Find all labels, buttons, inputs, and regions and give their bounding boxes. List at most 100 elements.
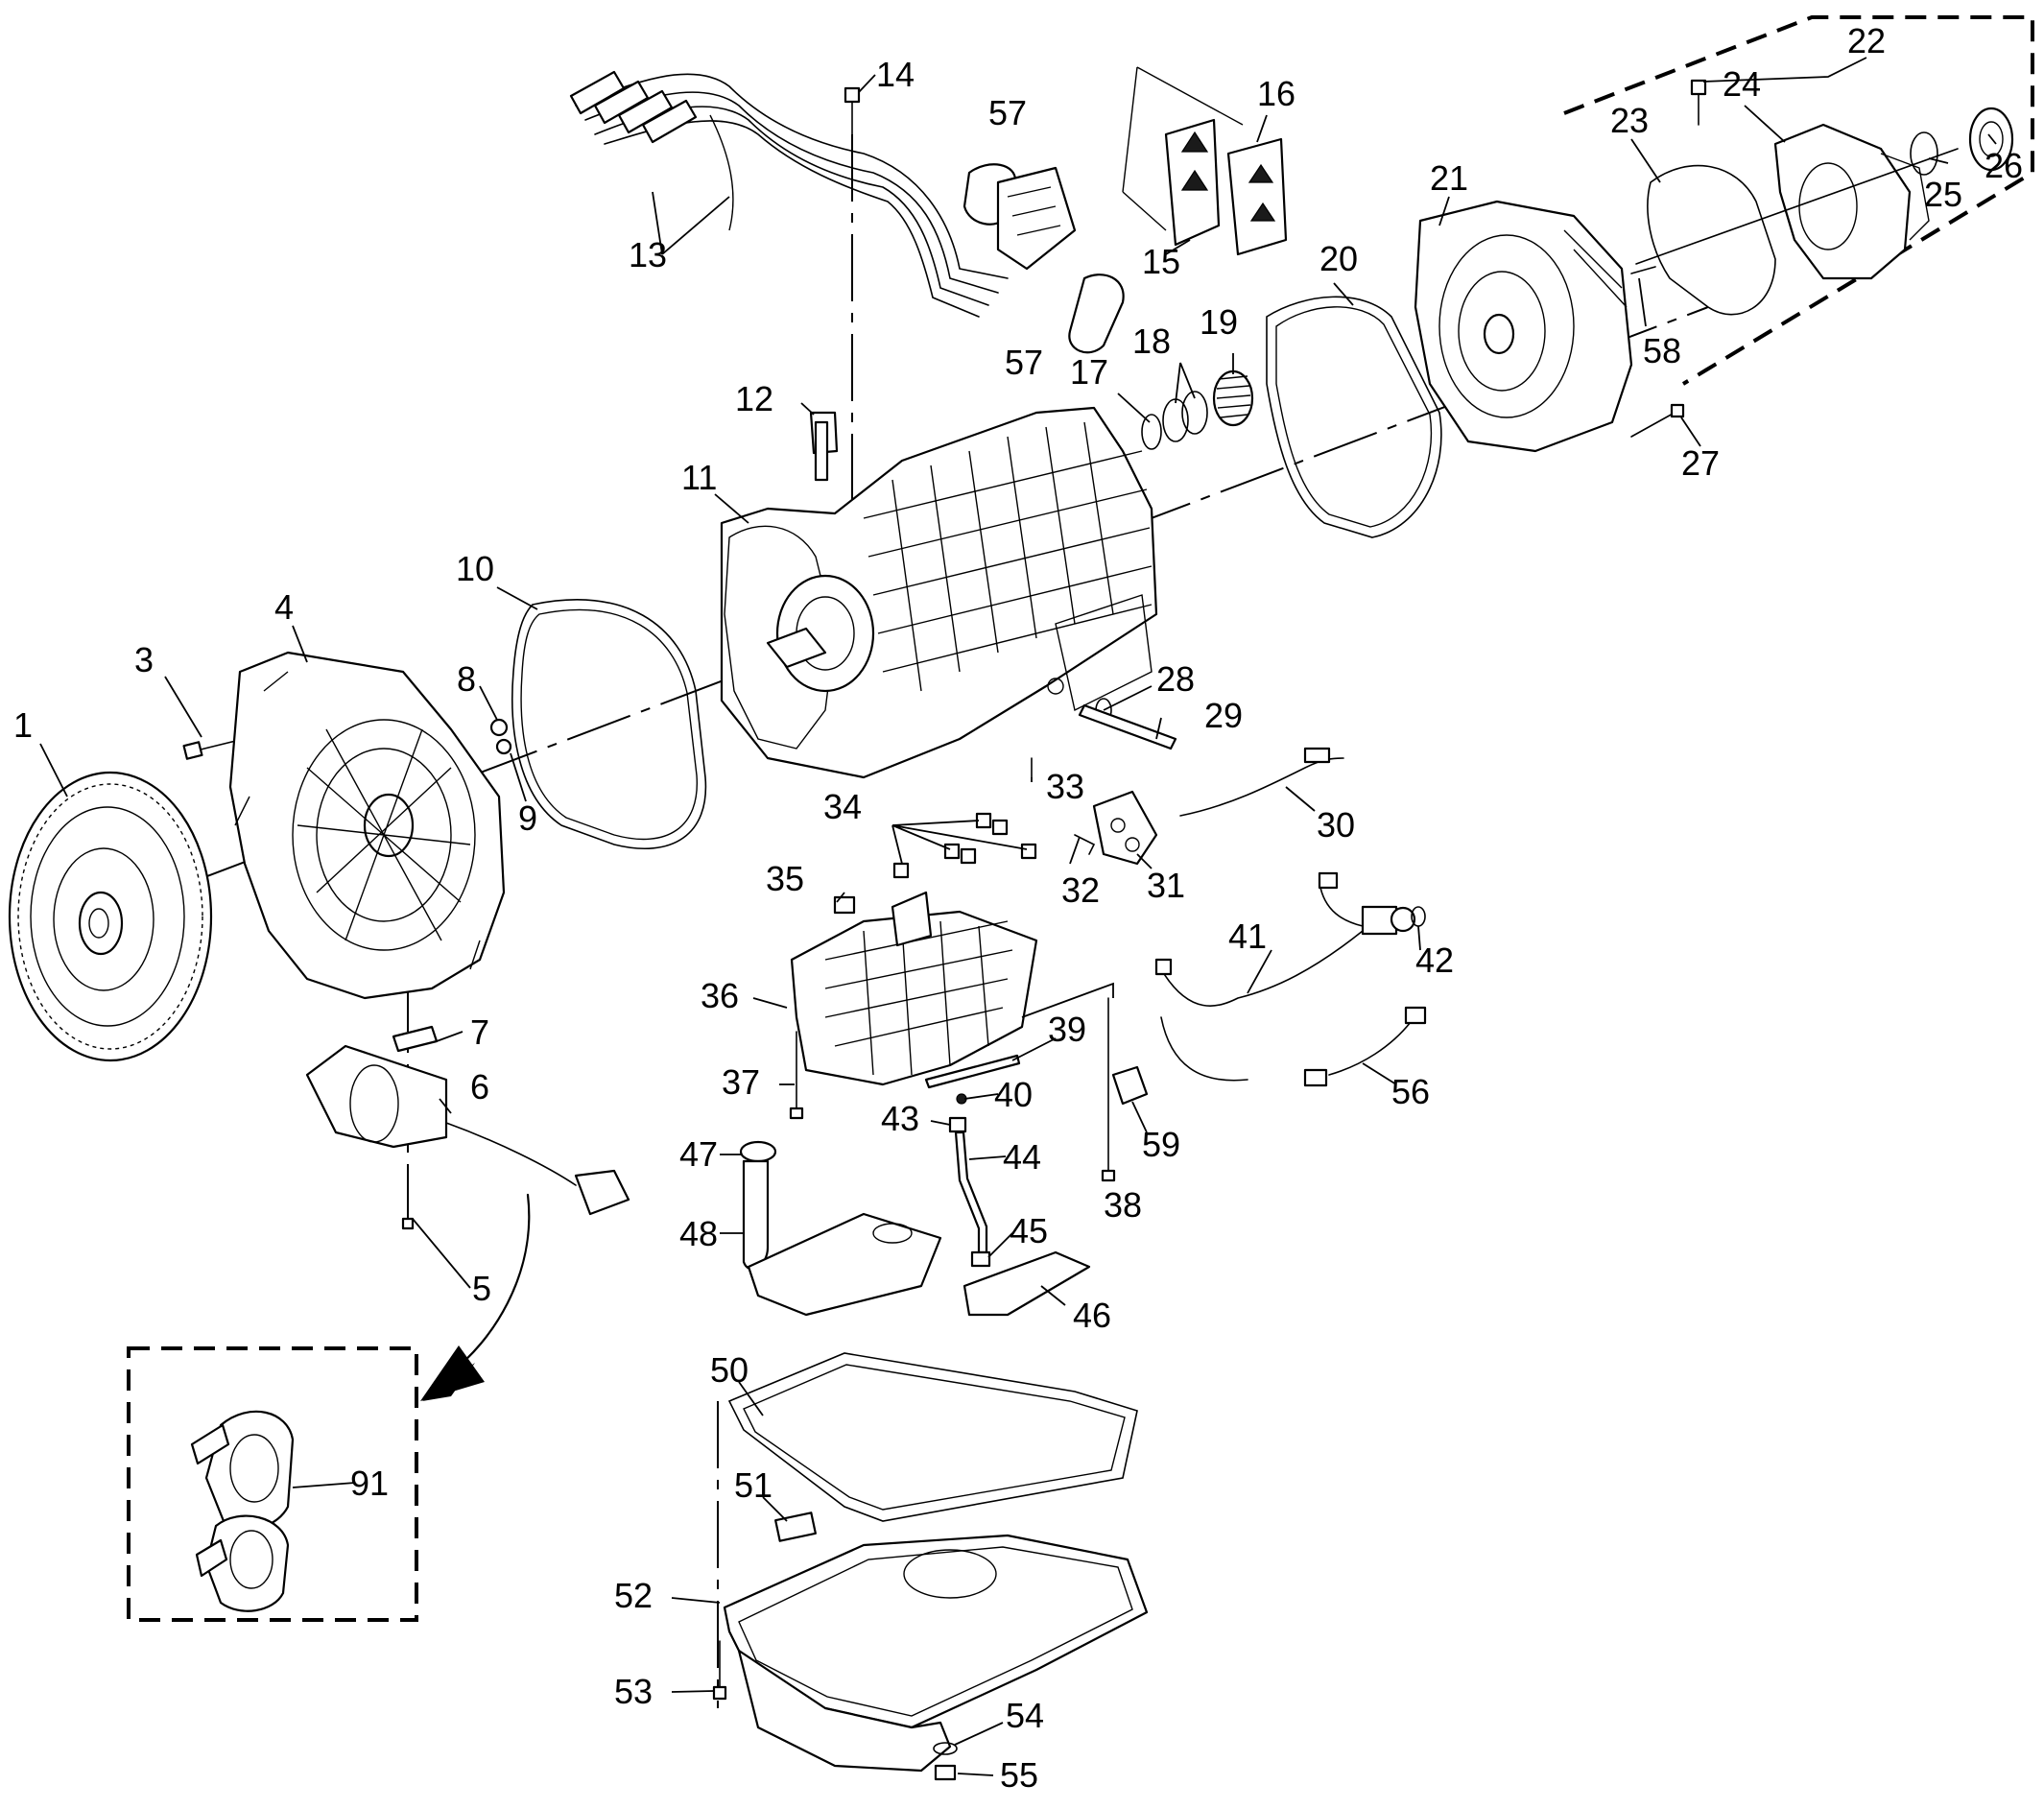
extension-gasket — [1266, 296, 1442, 538]
callout-29: 29 — [1204, 696, 1243, 735]
output-seal — [1910, 131, 1938, 176]
detent-lever — [1092, 790, 1158, 866]
callout-19: 19 — [1200, 302, 1238, 342]
harness-clip-dashed-box — [127, 1346, 418, 1622]
callout-34: 34 — [823, 787, 862, 826]
callout-17: 17 — [1070, 352, 1108, 392]
harness-bolt — [844, 86, 861, 145]
manual-shift-shaft — [1078, 703, 1177, 750]
snap-ring — [1141, 414, 1162, 450]
pan-bolt — [712, 1640, 727, 1701]
output-gear — [1212, 369, 1254, 427]
callout-27: 27 — [1681, 443, 1720, 483]
callout-7: 7 — [470, 1012, 489, 1052]
pan-magnet — [774, 1511, 817, 1542]
callout-36: 36 — [701, 976, 739, 1015]
extension-housing-gasket — [1647, 164, 1776, 316]
callout-14: 14 — [876, 55, 915, 94]
detail-arrow — [420, 1193, 531, 1401]
callout-20: 20 — [1319, 239, 1358, 278]
callout-32: 32 — [1061, 870, 1100, 910]
drain-plug — [934, 1764, 957, 1781]
oil-pan — [723, 1534, 1149, 1773]
filter-seal-47 — [739, 1140, 777, 1163]
shift-linkage-rod — [1179, 747, 1344, 817]
callout-10: 10 — [456, 549, 494, 588]
callout-51: 51 — [734, 1465, 772, 1505]
callout-18: 18 — [1132, 321, 1171, 361]
callout-28: 28 — [1156, 659, 1195, 699]
shift-actuator — [305, 1044, 630, 1216]
internal-harness — [1154, 871, 1416, 1082]
extension-housing — [1773, 123, 1930, 280]
callout-46: 46 — [1073, 1296, 1111, 1335]
callout-33: 33 — [1046, 767, 1084, 806]
callout-59: 59 — [1142, 1125, 1180, 1164]
callout-3: 3 — [134, 640, 154, 679]
callout-23: 23 — [1610, 101, 1649, 140]
callout-16: 16 — [1257, 74, 1295, 113]
callout-11: 11 — [681, 458, 717, 497]
case-bolt — [1630, 403, 1685, 438]
callout-57-upper: 57 — [988, 93, 1027, 132]
extension-bolt — [1690, 79, 1707, 126]
callout-35: 35 — [766, 859, 804, 898]
callout-44: 44 — [1003, 1137, 1041, 1177]
callout-39: 39 — [1048, 1010, 1086, 1049]
harness-connector — [996, 166, 1077, 271]
callout-12: 12 — [735, 379, 773, 418]
control-module — [1226, 137, 1288, 256]
bell-housing — [228, 651, 506, 1000]
callout-58: 58 — [1643, 331, 1681, 370]
valve-body — [790, 891, 1038, 1086]
oil-tube — [954, 1131, 988, 1254]
callout-1: 1 — [13, 705, 33, 745]
callout-26: 26 — [1985, 146, 2023, 185]
callout-9: 9 — [518, 798, 537, 838]
callout-5: 5 — [472, 1269, 491, 1308]
module-bracket-outline — [1122, 66, 1244, 231]
detent-spring — [1074, 834, 1096, 855]
callout-labels: 1 3 4 5 6 7 8 9 10 11 12 13 14 15 16 17 … — [13, 21, 2023, 1795]
extension-housing-dashed-box — [1563, 15, 2034, 386]
actuator-gasket — [392, 1025, 439, 1053]
callout-25: 25 — [1924, 175, 1962, 214]
callout-31: 31 — [1147, 866, 1185, 905]
dowel-pin-58 — [1630, 266, 1656, 274]
filter-seal-43 — [948, 1116, 967, 1133]
callout-50: 50 — [710, 1350, 749, 1390]
tube-seal — [970, 1250, 991, 1268]
callout-45: 45 — [1010, 1211, 1048, 1250]
oil-pan-gasket — [727, 1352, 1138, 1522]
extension-case — [1414, 200, 1633, 453]
callout-55: 55 — [1000, 1755, 1038, 1795]
valve-body-axis — [1021, 982, 1114, 1018]
callout-22: 22 — [1847, 21, 1886, 60]
callout-42: 42 — [1415, 940, 1454, 980]
callout-6: 6 — [470, 1067, 489, 1107]
actuator-bolt — [401, 1199, 415, 1230]
callout-37: 37 — [722, 1062, 760, 1102]
callout-38: 38 — [1104, 1185, 1142, 1225]
callout-54: 54 — [1006, 1696, 1044, 1735]
output-shaft — [1635, 148, 1959, 265]
callout-91: 91 — [350, 1464, 389, 1503]
transmission-case — [720, 406, 1158, 779]
callout-13: 13 — [629, 235, 667, 274]
connector-seal-lower — [1068, 274, 1125, 354]
valve-body-bolt-38 — [1101, 997, 1116, 1182]
harness-clip — [190, 1410, 295, 1612]
accumulator-pistons — [892, 812, 1037, 879]
callout-4: 4 — [274, 587, 294, 627]
manual-valve — [924, 1054, 1021, 1089]
callout-30: 30 — [1317, 805, 1355, 845]
bell-housing-gasket — [511, 599, 707, 849]
callout-41: 41 — [1228, 916, 1267, 956]
callout-24: 24 — [1723, 64, 1761, 104]
callout-48: 48 — [679, 1214, 718, 1253]
callout-43: 43 — [881, 1099, 919, 1138]
speed-sensor — [809, 411, 839, 482]
wiring-harness — [569, 70, 1009, 318]
callout-21: 21 — [1430, 158, 1468, 198]
